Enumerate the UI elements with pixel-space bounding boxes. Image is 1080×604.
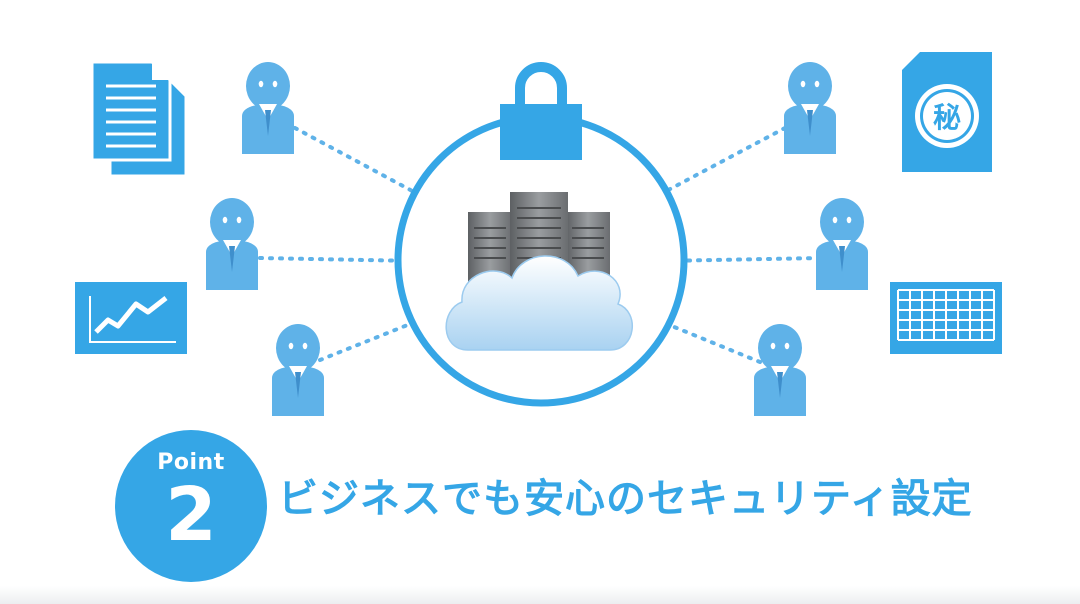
person-icon-left-top <box>242 62 294 154</box>
point-badge-label: Point <box>157 450 225 475</box>
person-icon-left-middle <box>206 198 258 290</box>
connection-lines <box>258 126 822 364</box>
person-icon-left-bottom <box>272 324 324 416</box>
padlock-icon <box>500 62 582 160</box>
cloud-icon <box>445 255 633 351</box>
person-icon-right-middle <box>816 198 868 290</box>
headline: ビジネスでも安心のセキュリティ設定 <box>278 476 973 522</box>
point-badge: Point 2 <box>115 430 267 582</box>
connector <box>318 298 472 362</box>
line-chart-icon <box>75 282 187 354</box>
connector <box>606 126 787 224</box>
secret-document-icon <box>902 52 992 172</box>
spreadsheet-icon <box>890 282 1002 354</box>
document-stack-icon <box>90 60 188 178</box>
person-icon-right-bottom <box>754 324 806 416</box>
connector <box>293 126 472 224</box>
point-badge-number: 2 <box>165 472 217 558</box>
secret-mark: 秘 <box>933 101 961 134</box>
person-icon-right-top <box>784 62 836 154</box>
connector <box>606 298 762 364</box>
bottom-strip <box>0 586 1080 604</box>
